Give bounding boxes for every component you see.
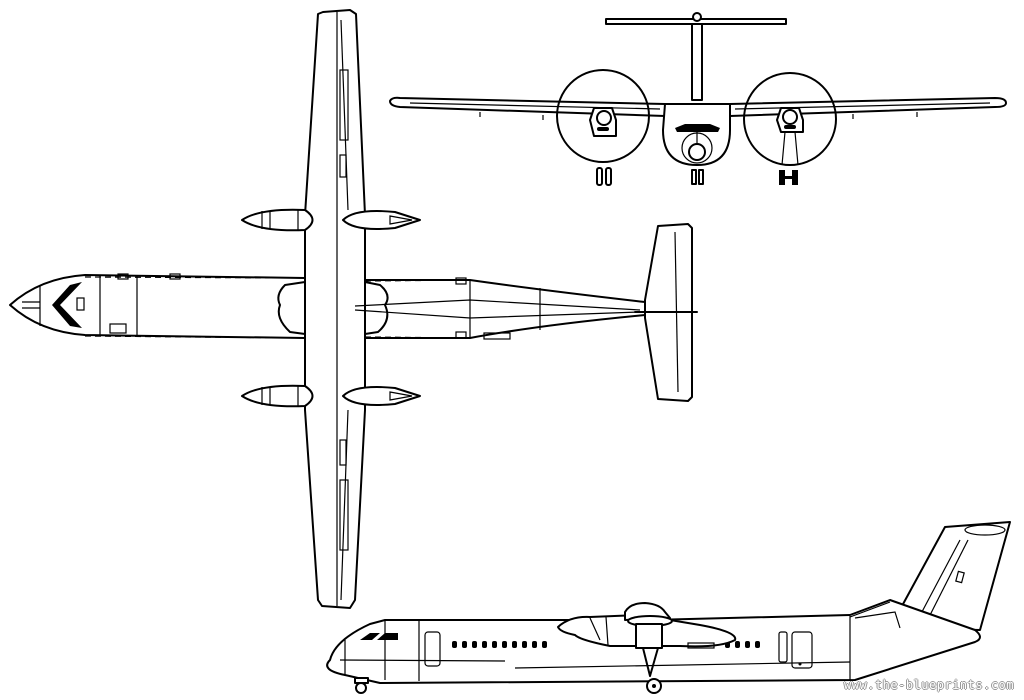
cockpit-windows — [52, 282, 82, 328]
top-view — [9, 9, 698, 609]
right-propeller-disc — [743, 72, 837, 166]
cockpit-window-1 — [360, 633, 380, 640]
nose-wheel — [355, 682, 367, 694]
front-view — [389, 12, 1007, 186]
front-windshield — [675, 124, 720, 132]
fuselage-aft — [364, 279, 646, 339]
aft-door — [791, 631, 813, 669]
cockpit-window-2 — [377, 633, 398, 640]
nacelles — [241, 208, 421, 408]
left-propeller-disc — [556, 69, 650, 163]
watermark: www.the-blueprints.com — [844, 678, 1014, 692]
forward-door — [424, 631, 441, 667]
main-wing — [304, 9, 366, 609]
side-view — [326, 521, 1011, 694]
